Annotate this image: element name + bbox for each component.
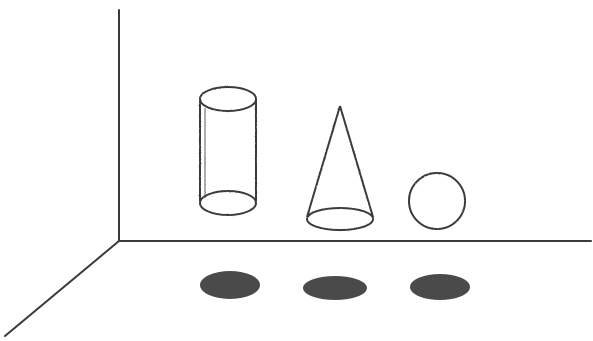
cylinder-shadow [200,271,260,299]
sphere-shadow [410,274,470,300]
cone [307,106,373,230]
cylinder-bottom [200,191,256,215]
cone-base [307,208,373,230]
cone-right-edge [340,106,373,217]
cylinder-top [200,87,256,111]
cone-left-edge [307,106,340,217]
shadows [200,271,470,300]
projection-planes [5,10,591,336]
sphere [409,173,465,229]
sphere-outline [409,173,465,229]
cone-shadow [303,276,367,300]
depth-axis [5,241,119,336]
cylinder [200,87,256,215]
